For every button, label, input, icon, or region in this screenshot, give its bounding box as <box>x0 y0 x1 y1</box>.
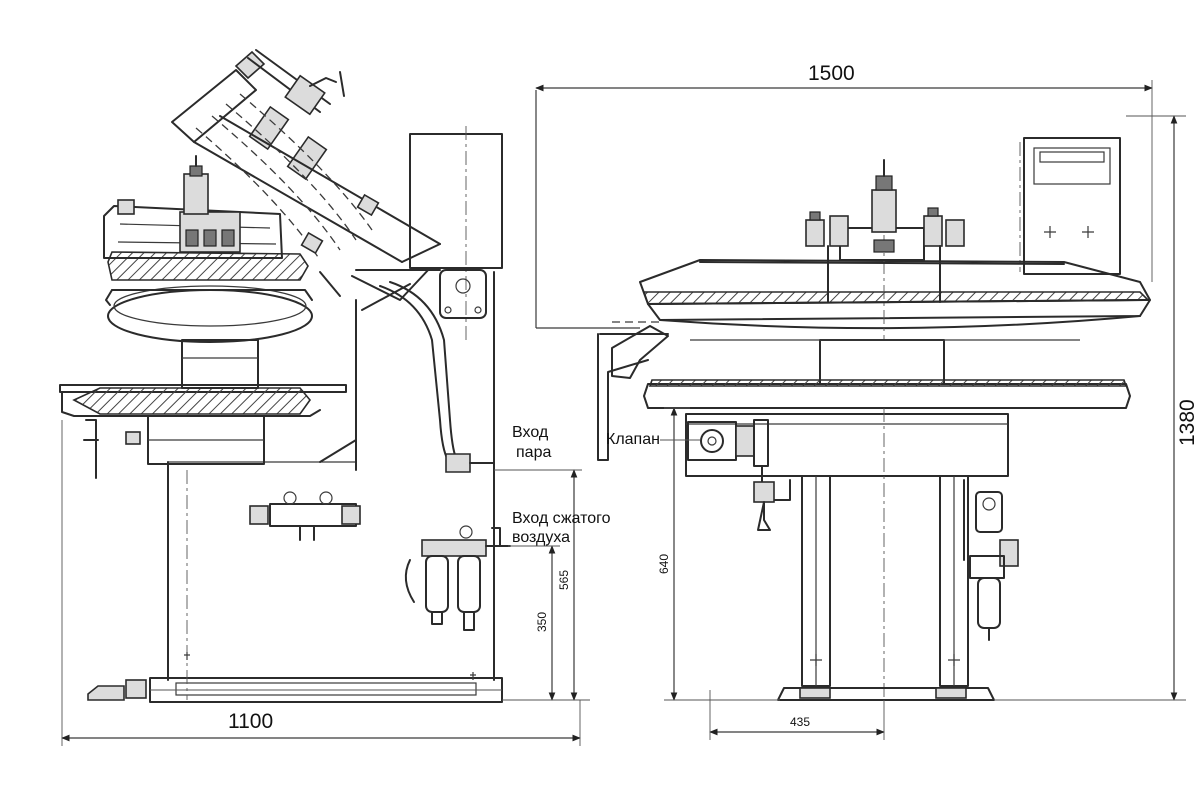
dim-overall-depth-side: 1100 <box>228 710 273 733</box>
front-dimensions <box>535 80 1186 740</box>
front-pneumatic-unit <box>963 479 1019 641</box>
foot-pedal <box>87 679 147 701</box>
air-inlet-label-1: Вход сжатого <box>512 510 611 527</box>
side-valve-assembly <box>249 491 361 541</box>
side-dimensions <box>61 420 590 746</box>
front-side-bracket <box>597 325 669 461</box>
side-base-plate <box>149 677 503 703</box>
front-body <box>685 408 1009 700</box>
air-filter-unit <box>404 525 511 631</box>
air-inlet-label-2: воздуха <box>512 529 570 546</box>
side-housing <box>167 271 495 700</box>
dim-air-inlet-height: 350 <box>535 612 549 632</box>
dim-column-spacing: 435 <box>790 715 810 729</box>
side-head-fittings <box>117 155 241 253</box>
front-control-box <box>1019 137 1121 275</box>
side-press-column <box>181 339 259 389</box>
steam-inlet-label-1: Вход <box>512 424 549 441</box>
front-valve <box>687 419 791 531</box>
steam-hose <box>379 281 495 473</box>
steam-inlet-label-2: пара <box>516 444 551 461</box>
side-press-head <box>103 205 313 343</box>
valve-label: Клапан <box>606 431 660 448</box>
front-view <box>535 80 1186 740</box>
labels: Вход пара Вход сжатого воздуха Клапан 15… <box>228 62 1199 733</box>
side-lower-buck <box>59 384 347 479</box>
side-view <box>59 49 590 746</box>
dim-steam-inlet-height: 565 <box>557 570 571 590</box>
front-head-envelope <box>535 90 660 329</box>
dim-table-height: 640 <box>657 554 671 574</box>
side-control-box <box>355 126 503 340</box>
front-base <box>777 687 995 701</box>
front-head-fittings <box>805 159 965 303</box>
side-lift-mechanism <box>171 49 441 311</box>
front-press-head <box>639 160 1151 340</box>
dim-overall-width-front: 1500 <box>808 62 855 85</box>
front-columns <box>801 475 969 687</box>
dim-overall-height: 1380 <box>1176 399 1199 446</box>
front-lower-buck <box>643 339 1131 409</box>
